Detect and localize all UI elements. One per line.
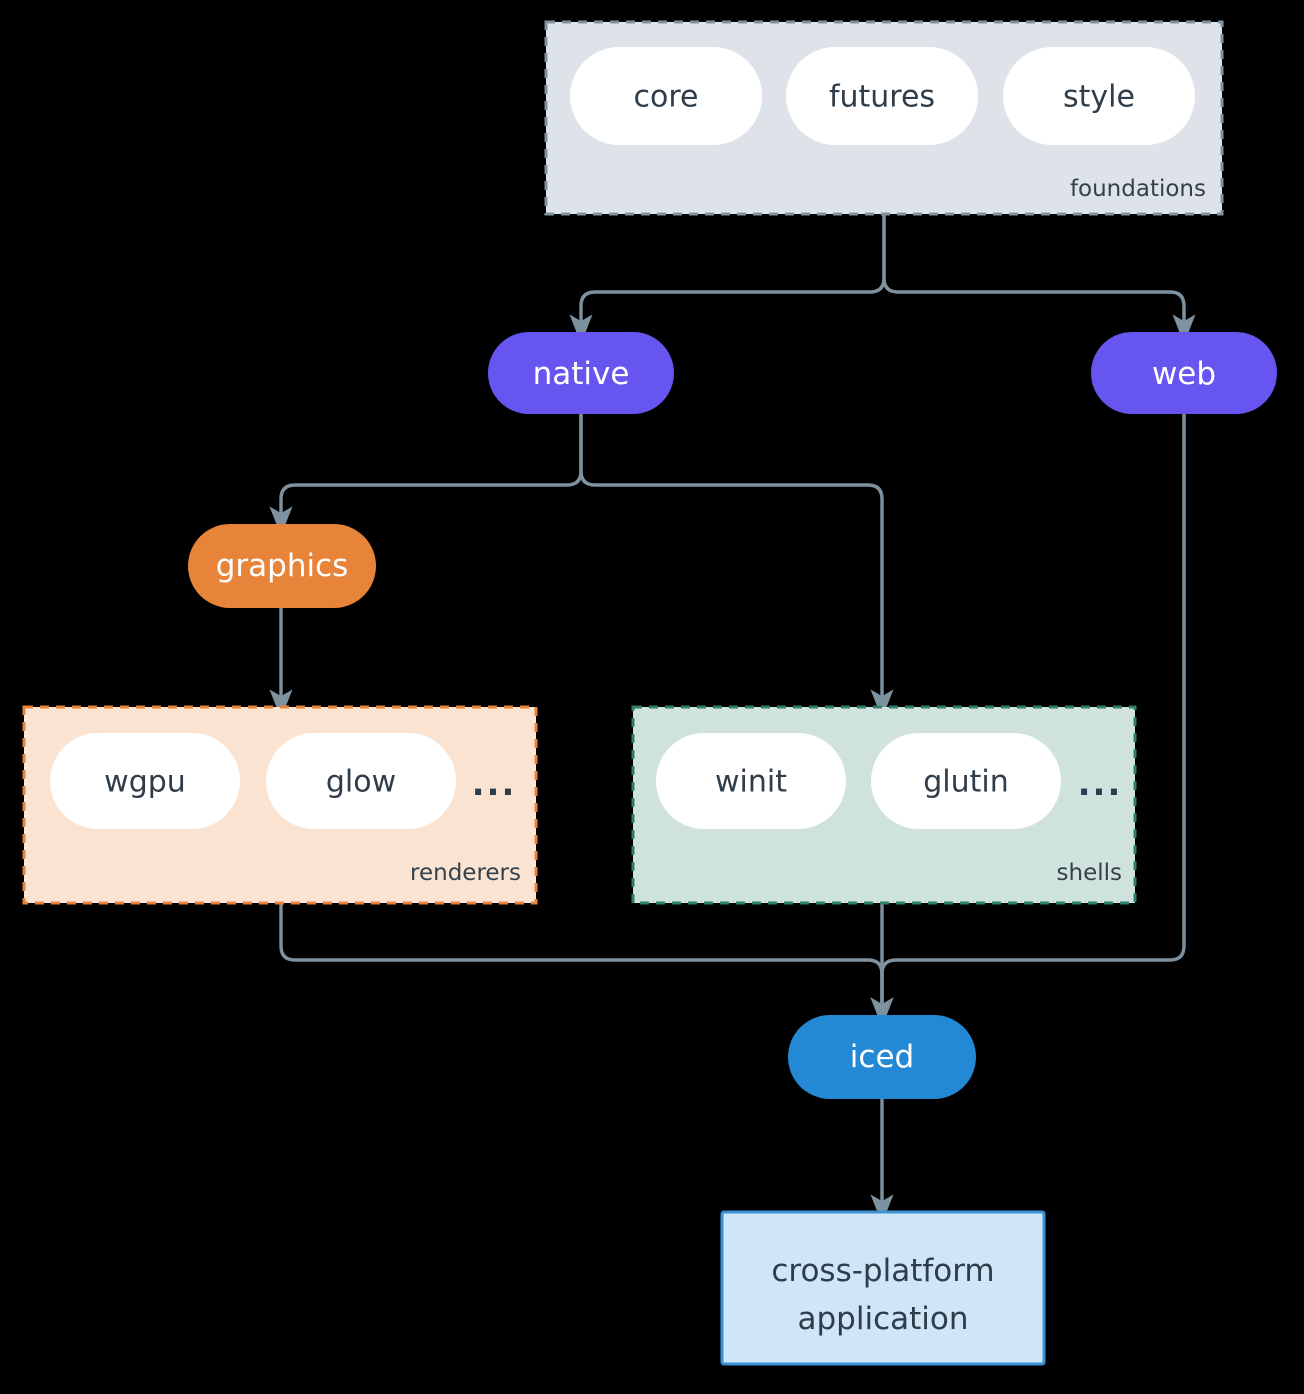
application-box-shape	[720, 1210, 1046, 1366]
shells-ellipsis: ...	[1078, 764, 1123, 804]
pill-core-label: core	[634, 80, 699, 115]
group-shells: shells winit glutin ...	[631, 705, 1137, 905]
pill-style[interactable]: style	[1003, 47, 1195, 145]
node-cross-platform-application[interactable]: cross-platform application	[720, 1210, 1046, 1366]
node-web[interactable]: web	[1091, 332, 1277, 414]
node-graphics[interactable]: graphics	[188, 524, 376, 608]
edge-foundations-native	[569, 214, 886, 344]
pill-futures[interactable]: futures	[786, 47, 978, 145]
pill-glutin-shape	[871, 733, 1061, 829]
node-iced-label: iced	[850, 1039, 914, 1075]
node-native-label: native	[533, 356, 630, 392]
pill-glow-shape	[266, 733, 456, 829]
application-label-line2: application	[798, 1301, 969, 1337]
node-web-label: web	[1152, 356, 1216, 392]
pill-glutin-label: glutin	[923, 765, 1009, 800]
pill-futures-shape	[786, 47, 978, 145]
group-foundations: foundations core futures style	[544, 20, 1224, 216]
node-graphics-label: graphics	[216, 548, 349, 584]
pill-wgpu-shape	[50, 733, 240, 829]
node-native[interactable]: native	[488, 332, 674, 414]
node-web-shape	[1091, 332, 1277, 414]
node-iced-shape	[788, 1015, 976, 1099]
edge-renderers-iced	[279, 903, 894, 1027]
foundations-group-label: foundations	[1070, 176, 1206, 202]
renderers-group-label: renderers	[410, 860, 521, 886]
pill-glow[interactable]: glow	[266, 733, 456, 829]
shells-group-label: shells	[1057, 860, 1122, 886]
pill-winit-shape	[656, 733, 846, 829]
node-graphics-shape	[188, 524, 376, 608]
pill-futures-label: futures	[829, 80, 935, 115]
edge-native-shells	[579, 414, 894, 719]
node-native-shape	[488, 332, 674, 414]
pill-core[interactable]: core	[570, 47, 762, 145]
edge-web-iced	[870, 414, 1186, 1027]
pill-glutin[interactable]: glutin	[871, 733, 1061, 829]
pill-wgpu-label: wgpu	[104, 765, 186, 800]
group-renderers: renderers wgpu glow ...	[22, 705, 538, 905]
node-iced[interactable]: iced	[788, 1015, 976, 1099]
edge-native-graphics	[269, 414, 583, 536]
pill-core-shape	[570, 47, 762, 145]
pill-glow-label: glow	[326, 765, 396, 800]
pill-style-shape	[1003, 47, 1195, 145]
pill-winit-label: winit	[715, 765, 787, 800]
edge-layer	[269, 214, 1196, 1224]
renderers-ellipsis: ...	[472, 764, 517, 804]
pill-style-label: style	[1063, 80, 1135, 115]
application-label-line1: cross-platform	[771, 1253, 994, 1289]
pill-winit[interactable]: winit	[656, 733, 846, 829]
pill-wgpu[interactable]: wgpu	[50, 733, 240, 829]
edge-foundations-web	[882, 214, 1196, 344]
